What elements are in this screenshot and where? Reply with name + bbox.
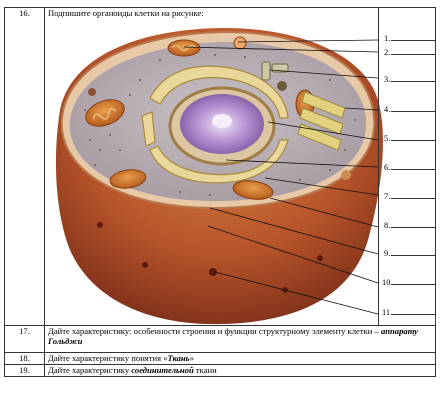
pore (97, 222, 103, 228)
label-2: 2. (384, 48, 390, 57)
label-1: 1. (384, 34, 390, 43)
nucleolus (212, 114, 232, 128)
label-4: 4. (384, 105, 390, 114)
label-9: 9. (384, 249, 390, 258)
label-7: 7. (384, 192, 390, 201)
answer-line-8[interactable] (391, 227, 435, 228)
pore (317, 255, 323, 261)
answer-line-3[interactable] (391, 81, 435, 82)
answer-line-10[interactable] (391, 284, 435, 285)
label-8: 8. (384, 221, 390, 230)
granule (88, 88, 96, 96)
answer-line-5[interactable] (391, 140, 435, 141)
answer-line-9[interactable] (391, 255, 435, 256)
label-column: 1. 2. 3. 4. 5. 6. 7. 8. 9. 10. 11. (378, 7, 437, 326)
label-6: 6. (384, 163, 390, 172)
answer-line-2[interactable] (391, 54, 435, 55)
vacuole (341, 170, 351, 180)
answer-line-1[interactable] (391, 40, 435, 41)
label-5: 5. (384, 134, 390, 143)
answer-line-4[interactable] (391, 111, 435, 112)
answer-line-6[interactable] (391, 169, 435, 170)
answer-line-7[interactable] (391, 198, 435, 199)
label-3: 3. (384, 75, 390, 84)
vesicle (277, 81, 287, 91)
pore (142, 262, 148, 268)
label-11: 11. (382, 308, 392, 317)
lysosome (234, 37, 246, 49)
label-10: 10. (382, 278, 392, 287)
answer-line-11[interactable] (391, 314, 435, 315)
